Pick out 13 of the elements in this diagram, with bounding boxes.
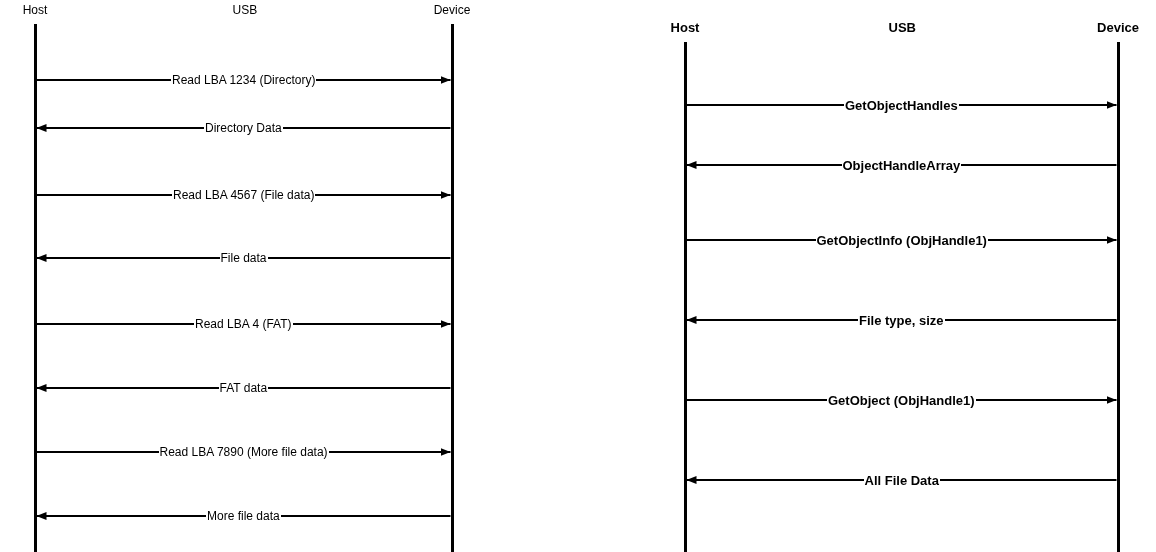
edge-label: Directory Data [204, 120, 283, 136]
message-arrow [35, 384, 452, 392]
participant-label: Device [1097, 20, 1139, 36]
participant-label: Host [22, 2, 48, 18]
edge-label: Read LBA 4567 (File data) [172, 187, 316, 203]
edge-label: Read LBA 4 (FAT) [194, 316, 293, 332]
bus-label: USB [888, 20, 916, 36]
participant-label: Device [433, 2, 471, 18]
edge-label: Read LBA 7890 (More file data) [158, 444, 329, 460]
participant-label: Host [670, 20, 700, 36]
edge-label: Read LBA 1234 (Directory) [171, 72, 317, 88]
bus-label: USB [232, 2, 258, 18]
message-arrow [35, 254, 452, 262]
